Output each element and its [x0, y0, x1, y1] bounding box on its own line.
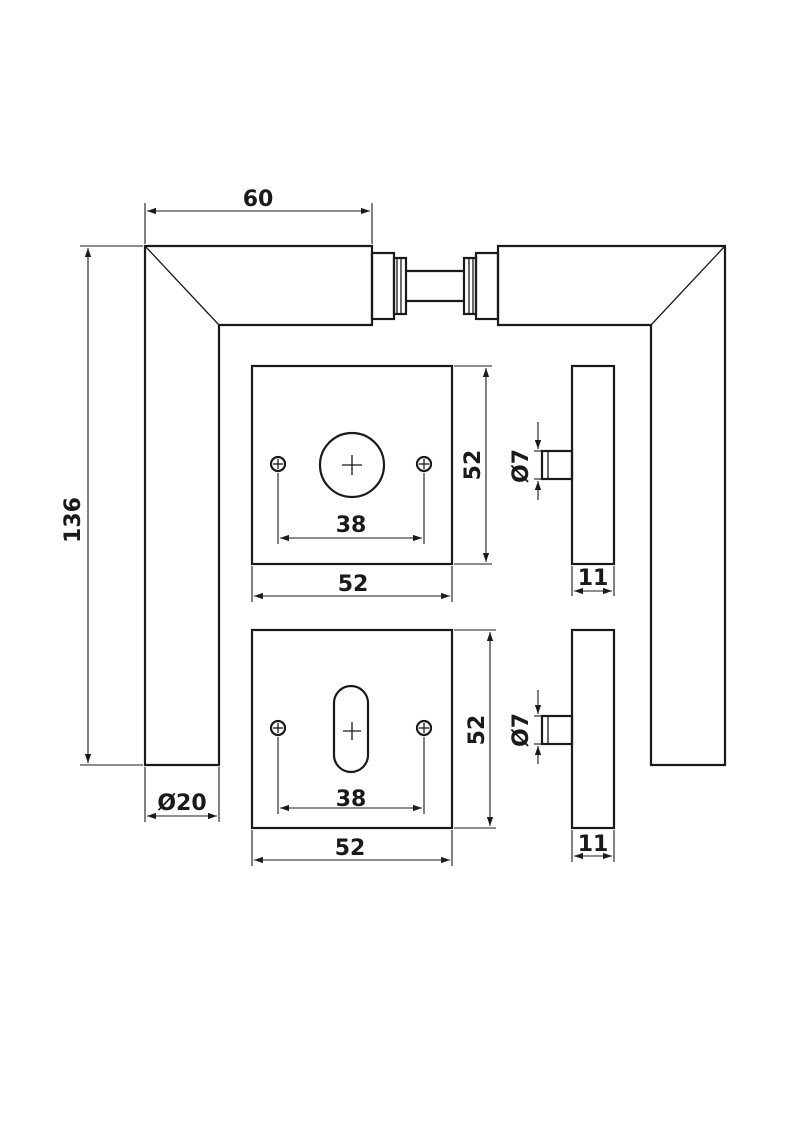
dimension-rose-top-thickness: 11	[571, 566, 615, 596]
label-rose-bottom-thickness: 11	[578, 832, 609, 857]
keyhole-rose-side-view	[540, 628, 616, 830]
dimension-rose-top-hole-spacing: 38	[277, 473, 425, 544]
dimension-rose-top-height: 52	[454, 365, 492, 565]
label-rose-bottom-height: 52	[465, 715, 490, 746]
spindle-connector	[370, 251, 500, 321]
label-lever-length: 60	[243, 187, 274, 212]
label-rose-top-thickness: 11	[578, 566, 609, 591]
dimension-rose-bottom-height: 52	[454, 629, 496, 829]
label-rose-top-hole-spacing: 38	[336, 513, 367, 538]
right-lever	[496, 244, 727, 767]
keyhole-rose-plate	[250, 628, 454, 830]
round-rose-side-view	[540, 364, 616, 566]
label-rose-top-width: 52	[338, 572, 369, 597]
dimension-rose-bottom-width: 52	[251, 830, 453, 866]
label-rose-bottom-width: 52	[335, 836, 366, 861]
label-overall-height: 136	[61, 497, 86, 543]
dimension-lever-diameter: Ø20	[144, 767, 220, 822]
label-lever-diameter: Ø20	[157, 791, 206, 816]
dimension-rose-bottom-thickness: 11	[571, 830, 615, 862]
dimension-overall-height: 136	[61, 245, 143, 766]
round-rose-plate	[250, 364, 454, 566]
dimension-rose-top-width: 52	[251, 566, 453, 602]
left-lever	[143, 244, 374, 767]
label-rose-top-pin-diameter: Ø7	[509, 449, 534, 483]
label-rose-bottom-hole-spacing: 38	[336, 787, 367, 812]
label-rose-bottom-pin-diameter: Ø7	[509, 713, 534, 747]
dimension-rose-top-pin-diameter: Ø7	[509, 422, 542, 500]
dimension-rose-bottom-pin-diameter: Ø7	[509, 690, 542, 764]
label-rose-top-height: 52	[461, 450, 486, 481]
dimension-rose-bottom-hole-spacing: 38	[277, 737, 425, 814]
dimension-lever-length: 60	[144, 187, 373, 244]
